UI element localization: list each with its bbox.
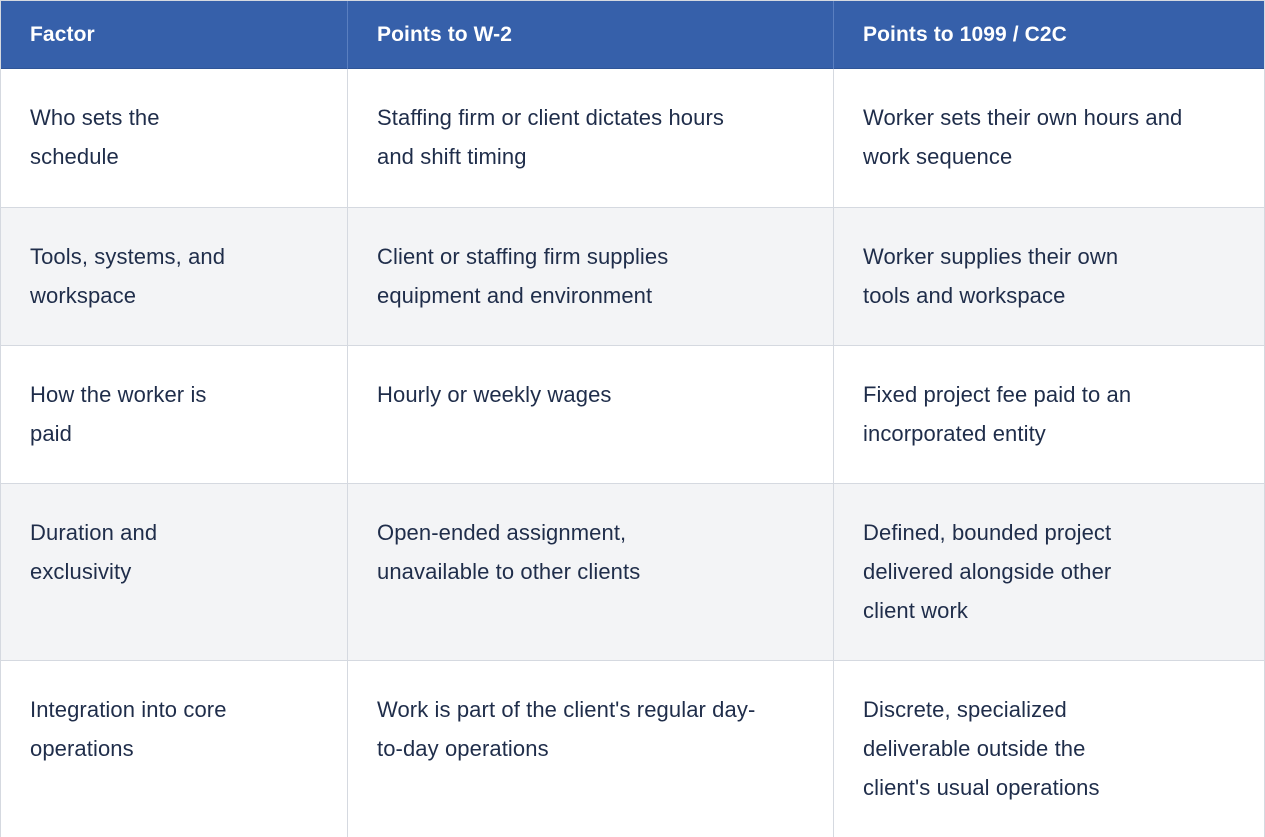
factor-text: Integration into core operations [30,697,227,761]
w2-text: Client or staffing firm supplies equipme… [377,244,669,308]
w2-cell: Hourly or weekly wages [348,346,834,483]
c2c-text: Defined, bounded project delivered along… [863,520,1112,623]
c2c-cell: Worker sets their own hours and work seq… [834,69,1264,207]
table-header-row: Factor Points to W-2 Points to 1099 / C2… [1,1,1264,69]
factor-cell: Integration into core operations [1,661,348,837]
header-points-to-1099-c2c: Points to 1099 / C2C [863,23,1067,46]
table-row: Duration and exclusivity Open-ended assi… [1,484,1264,661]
factor-text: Duration and exclusivity [30,520,158,584]
table-row: Integration into core operations Work is… [1,661,1264,837]
factor-text: Who sets the schedule [30,105,160,169]
c2c-text: Worker sets their own hours and work seq… [863,105,1183,169]
c2c-text: Fixed project fee paid to an incorporate… [863,382,1132,446]
table-row: Who sets the schedule Staffing firm or c… [1,69,1264,208]
c2c-cell: Fixed project fee paid to an incorporate… [834,346,1264,483]
c2c-text: Worker supplies their own tools and work… [863,244,1119,308]
c2c-text: Discrete, specialized deliverable outsid… [863,697,1100,800]
factor-text: How the worker is paid [30,382,207,446]
c2c-cell: Worker supplies their own tools and work… [834,208,1264,345]
w2-text: Open-ended assignment, unavailable to ot… [377,520,641,584]
c2c-cell: Defined, bounded project delivered along… [834,484,1264,660]
factor-cell: Tools, systems, and workspace [1,208,348,345]
c2c-cell: Discrete, specialized deliverable outsid… [834,661,1264,837]
factor-cell: Who sets the schedule [1,69,348,207]
w2-cell: Client or staffing firm supplies equipme… [348,208,834,345]
header-factor: Factor [1,1,348,69]
header-points-to-w2: Points to W-2 [348,1,834,69]
table-row: How the worker is paid Hourly or weekly … [1,346,1264,484]
w2-text: Hourly or weekly wages [377,382,612,407]
w2-text: Staffing firm or client dictates hours a… [377,105,724,169]
table-row: Tools, systems, and workspace Client or … [1,208,1264,346]
w2-cell: Open-ended assignment, unavailable to ot… [348,484,834,660]
w2-cell: Work is part of the client's regular day… [348,661,834,837]
factor-cell: How the worker is paid [1,346,348,483]
factor-cell: Duration and exclusivity [1,484,348,660]
factor-text: Tools, systems, and workspace [30,244,226,308]
w2-cell: Staffing firm or client dictates hours a… [348,69,834,207]
w2-text: Work is part of the client's regular day… [377,697,756,761]
